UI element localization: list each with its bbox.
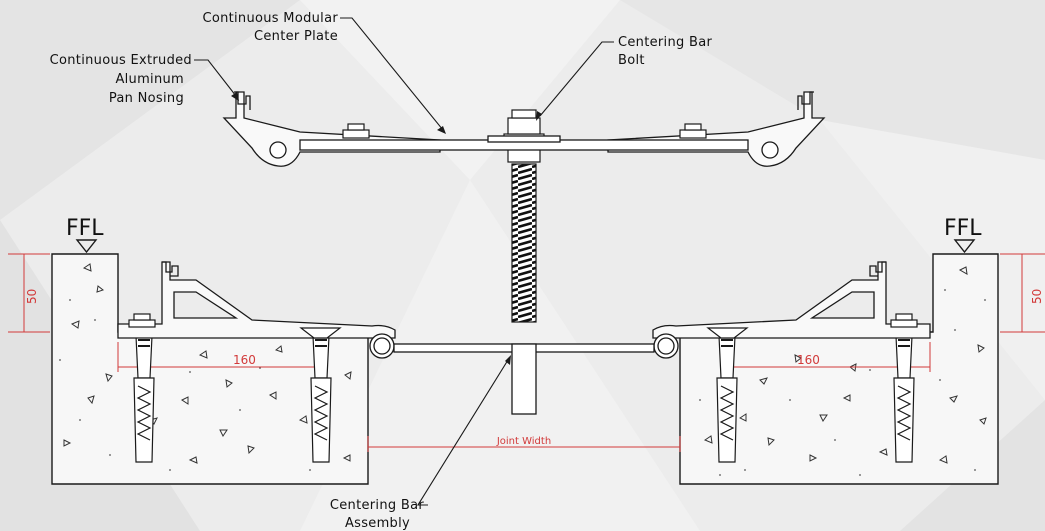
concrete-dots: [59, 289, 986, 476]
right-pan-nosing: [652, 261, 931, 359]
leader-lines: [194, 17, 614, 506]
left-depth-value: 50: [25, 289, 39, 304]
leader-arrowheads: [231, 92, 542, 365]
right-depth-dimension: [1000, 253, 1045, 333]
upper-right-pan-nosing: [607, 91, 826, 167]
nosing-callout: Continuous Extruded Aluminum Pan Nosing: [50, 53, 192, 106]
center-plate-label-line1: Continuous Modular: [202, 11, 338, 26]
centering-bar: [393, 343, 655, 415]
assembly-label-line2: Assembly: [345, 516, 410, 531]
left-embed-value: 160: [233, 353, 256, 367]
centering-bar-bolt: [503, 109, 545, 323]
bolt-label-line1: Centering Bar: [618, 35, 712, 50]
left-pan-nosing: [117, 261, 396, 359]
bolt-label-line2: Bolt: [618, 53, 645, 68]
wedge-anchors: [133, 335, 915, 463]
left-depth-dimension: [8, 253, 50, 333]
left-ffl-marker: FFL: [66, 216, 104, 254]
right-ffl-marker: FFL: [944, 216, 982, 254]
joint-width-dimension: [367, 436, 681, 452]
upper-left-pan-nosing: [222, 91, 441, 167]
right-concrete-slab: [679, 253, 999, 485]
upper-plate-bolts: [342, 123, 707, 139]
joint-width-value: Joint Width: [496, 436, 551, 447]
nosing-label-line3: Pan Nosing: [109, 91, 184, 106]
assembly-label-line1: Centering Bar: [330, 498, 424, 513]
assembly-callout: Centering Bar Assembly: [330, 498, 424, 531]
nosing-label-line1: Continuous Extruded: [50, 53, 192, 68]
left-ffl-label: FFL: [66, 216, 104, 241]
center-plate-callout: Continuous Modular Center Plate: [202, 11, 338, 44]
lower-nosing-bolts: [128, 313, 918, 339]
right-embed-value: 160: [797, 353, 820, 367]
anchor-left-outer: [133, 335, 155, 463]
center-plate: [299, 135, 749, 151]
center-plate-label-line2: Center Plate: [254, 29, 338, 44]
nosing-label-line2: Aluminum: [115, 72, 184, 87]
anchor-right-inner: [716, 335, 738, 463]
right-ffl-label: FFL: [944, 216, 982, 241]
right-depth-value: 50: [1030, 289, 1044, 304]
anchor-left-inner: [310, 335, 332, 463]
anchor-right-outer: [893, 335, 915, 463]
concrete-aggregate: [63, 263, 987, 464]
bolt-callout: Centering Bar Bolt: [618, 35, 712, 68]
